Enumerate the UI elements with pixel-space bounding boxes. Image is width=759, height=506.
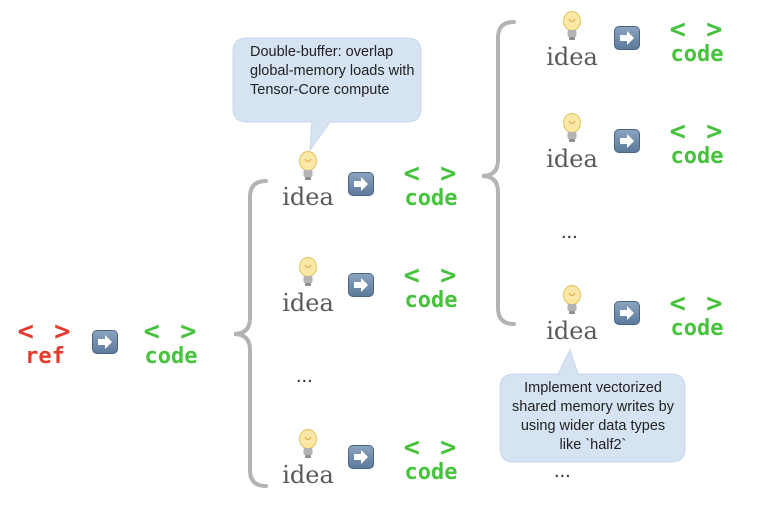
- code-label: code: [404, 186, 458, 211]
- code-brackets: < >: [669, 14, 725, 45]
- ellipsis: ...: [296, 365, 313, 387]
- lightbulb-icon: [563, 11, 581, 40]
- idea-node: idea: [534, 10, 610, 76]
- code-brackets: < >: [669, 116, 725, 147]
- code-label: code: [670, 316, 724, 341]
- bottom-callout-text: Implement vectorized shared memory write…: [512, 380, 674, 453]
- code-label: code: [670, 42, 724, 67]
- lightbulb-icon: [563, 285, 581, 314]
- arrow-icon: [92, 330, 118, 354]
- ref-node: < > ref: [0, 318, 90, 370]
- arrow-icon: [614, 129, 640, 153]
- idea-node: idea: [534, 112, 610, 178]
- code-label: code: [670, 144, 724, 169]
- lightbulb-icon: [563, 113, 581, 142]
- ellipsis: ...: [561, 221, 578, 243]
- arrow-icon: [614, 301, 640, 325]
- lightbulb-icon: [299, 429, 317, 458]
- top-callout-text: Double-buffer: overlap global-memory loa…: [250, 44, 415, 98]
- code-brackets: < >: [403, 432, 459, 463]
- idea-label: idea: [546, 43, 598, 71]
- ref-label: ref: [25, 344, 65, 369]
- ellipsis: ...: [554, 460, 571, 482]
- arrow-icon: [348, 273, 374, 297]
- code-label: code: [404, 460, 458, 485]
- code-node: < > code: [652, 118, 742, 170]
- idea-node: idea: [534, 284, 610, 350]
- ref-brackets: < >: [17, 316, 73, 347]
- code-node: < > code: [652, 16, 742, 68]
- idea-label: idea: [282, 183, 334, 211]
- idea-node: idea: [270, 256, 346, 322]
- code-node: < > code: [652, 290, 742, 342]
- bottom-callout-bubble: [499, 348, 686, 463]
- idea-label: idea: [546, 317, 598, 345]
- code-node: < > code: [386, 434, 476, 486]
- idea-label: idea: [282, 289, 334, 317]
- arrow-icon: [348, 445, 374, 469]
- top-callout-bubble: [232, 37, 422, 152]
- idea-label: idea: [546, 145, 598, 173]
- lightbulb-icon: [299, 151, 317, 180]
- level2-brace: [481, 20, 516, 326]
- code-node: < > code: [386, 262, 476, 314]
- arrow-icon: [614, 26, 640, 50]
- code-label: code: [144, 344, 198, 369]
- code-brackets: < >: [143, 316, 199, 347]
- code-label: code: [404, 288, 458, 313]
- level1-brace: [233, 179, 268, 488]
- code-node: < > code: [386, 160, 476, 212]
- arrow-icon: [348, 172, 374, 196]
- idea-node: idea: [270, 150, 346, 216]
- idea-node: idea: [270, 428, 346, 494]
- code-brackets: < >: [669, 288, 725, 319]
- idea-label: idea: [282, 461, 334, 489]
- lightbulb-icon: [299, 257, 317, 286]
- root-code-node: < > code: [126, 318, 216, 370]
- code-brackets: < >: [403, 158, 459, 189]
- code-brackets: < >: [403, 260, 459, 291]
